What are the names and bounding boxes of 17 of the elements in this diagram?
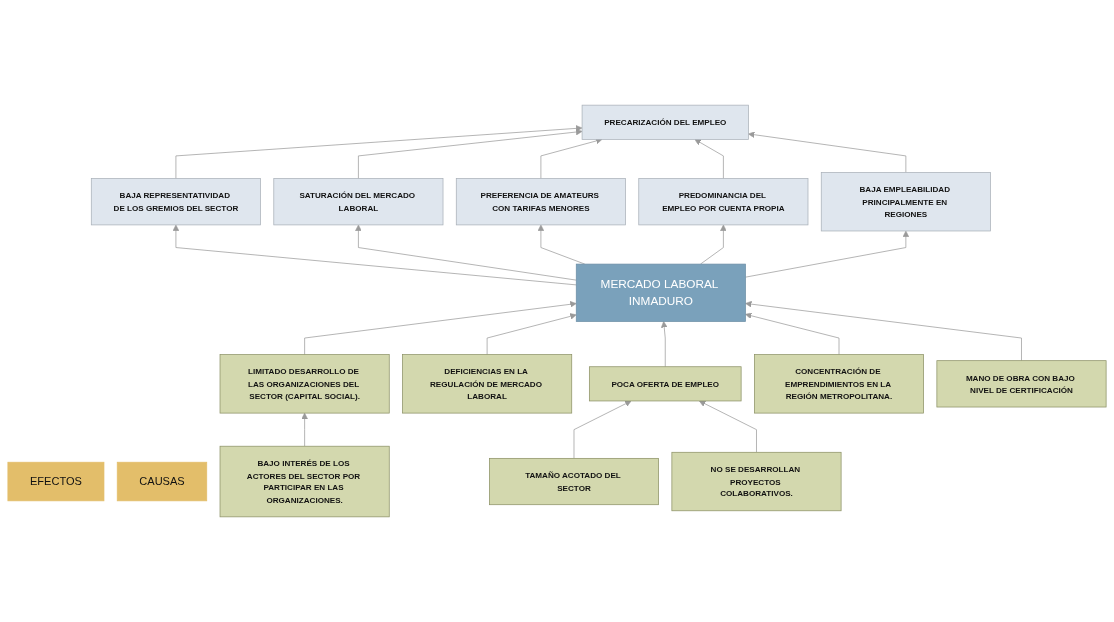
node-box: PREFERENCIA DE AMATEURS CON TARIFAS MENORES — [455, 178, 626, 226]
node-box: BAJA REPRESENTATIVIDAD DE LOS GREMIOS DEL SECTOR — [90, 178, 261, 226]
node-box: LIMITADO DESARROLLO DE LAS ORGANIZACIONES DEL SECTOR (CAPITAL SOCIAL). — [219, 354, 390, 414]
node-box: CONCENTRACIÓN DE EMPRENDIMIENTOS EN LA REGIÓN METROPOLITANA. — [754, 354, 924, 414]
node-box: DEFICIENCIAS EN LA REGULACIÓN DE MERCADO LABORAL — [402, 354, 573, 414]
node-box: SATURACIÓN DEL MERCADO LABORAL — [273, 178, 444, 226]
node-box: POCA OFERTA DE EMPLEO — [589, 366, 742, 402]
node-box: EFECTOS — [7, 461, 105, 502]
node-box: TAMAÑO ACOTADO DEL SECTOR — [489, 458, 659, 506]
node-box: MERCADO LABORAL INMADURO — [575, 263, 746, 322]
node-box: PREDOMINANCIA DEL EMPLEO POR CUENTA PROPIA — [638, 178, 809, 226]
node-box: CAUSAS — [116, 461, 208, 502]
node-box: MANO DE OBRA CON BAJO NIVEL DE CERTIFICACIÓN — [936, 360, 1107, 408]
node-box: PRECARIZACIÓN DEL EMPLEO — [581, 104, 749, 140]
node-box: BAJA EMPLEABILIDAD PRINCIPALMENTE EN REGIONES — [820, 172, 991, 232]
node-box: NO SE DESARROLLAN PROYECTOS COLABORATIVOS. — [671, 451, 842, 512]
node-box: BAJO INTERÉS DE LOS ACTORES DEL SECTOR POR PARTICIPAR EN LAS ORGANIZACIONES. — [219, 445, 390, 518]
